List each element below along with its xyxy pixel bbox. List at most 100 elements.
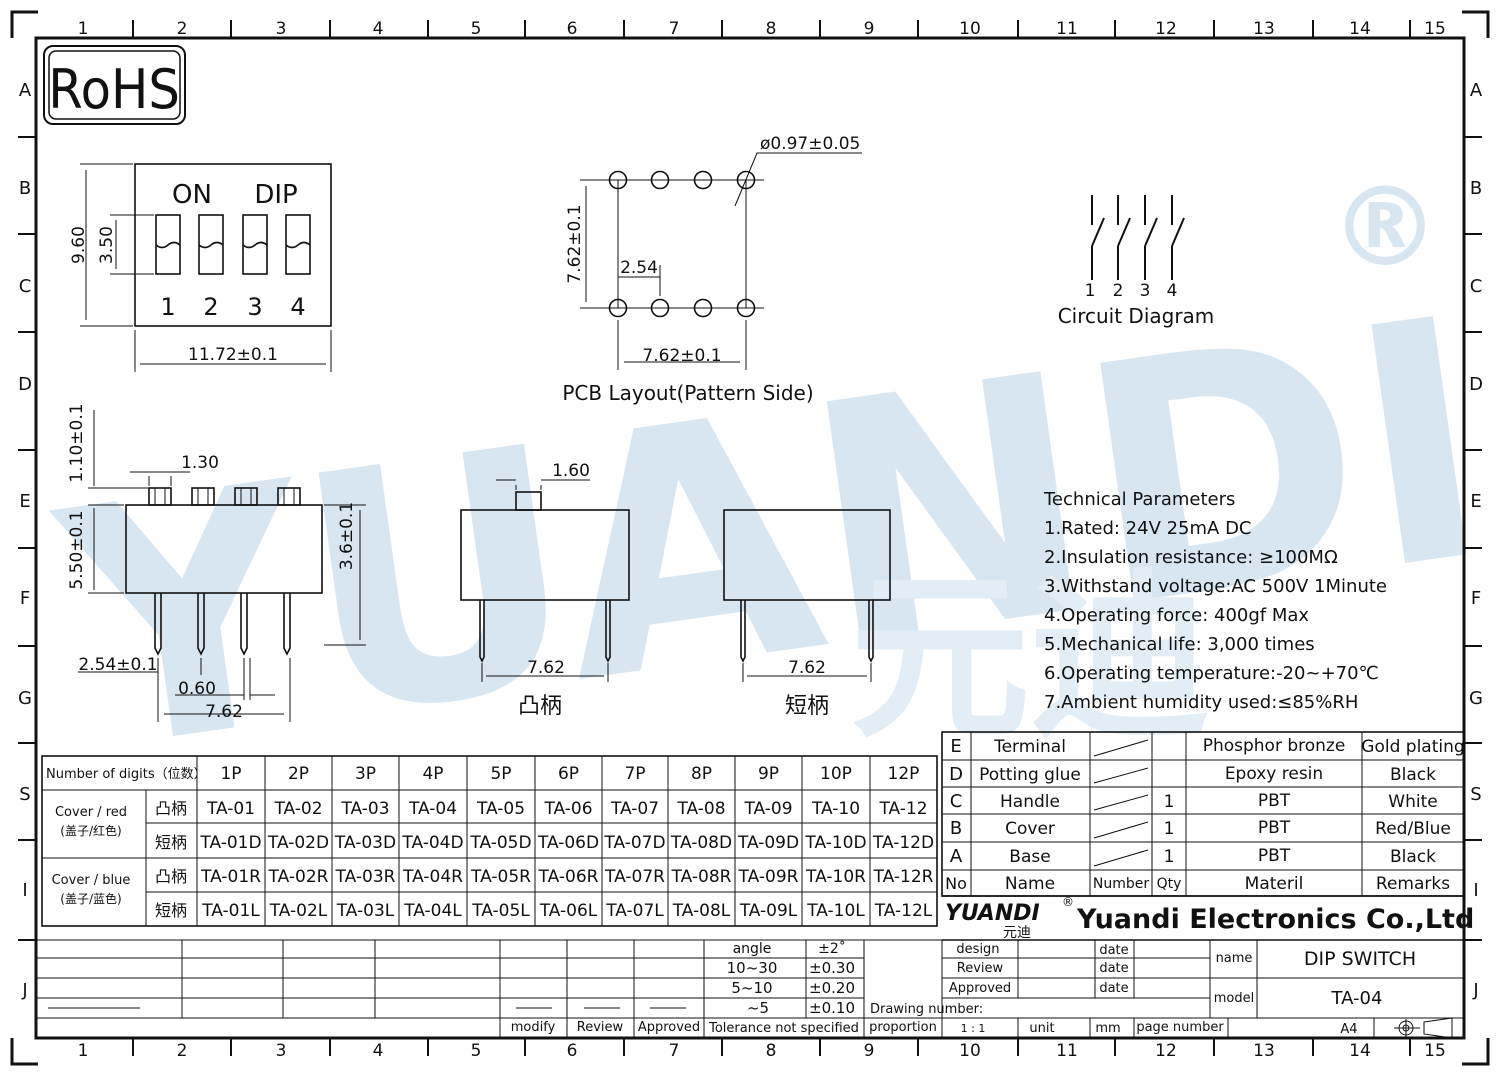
tol-value-0: ±2˚: [818, 940, 846, 957]
row-label-right: E: [1470, 491, 1481, 512]
column-label-bottom: 1: [78, 1041, 89, 1061]
column-label-bottom: 3: [276, 1041, 287, 1061]
tech-title: Technical Parameters: [1043, 489, 1235, 510]
tolerance-block: [36, 939, 942, 1038]
digit-header: 7P: [624, 764, 645, 784]
part-code: TA-02: [273, 799, 322, 819]
bom-qty: 1: [1164, 792, 1175, 812]
bom-material: PBT: [1258, 791, 1291, 811]
tb-design: design: [956, 942, 999, 957]
watermark-registered: ®: [1330, 163, 1440, 291]
bom-remarks: Red/Blue: [1375, 819, 1451, 839]
digit-header: 8P: [691, 764, 712, 784]
part-code: TA-07L: [605, 901, 664, 921]
row-label-left: E: [19, 491, 30, 512]
tech-item: 4.Operating force: 400gf Max: [1044, 605, 1309, 626]
flush-dim-span: 7.62: [788, 658, 826, 678]
bom-number-slash: [1093, 739, 1149, 757]
part-code: TA-05D: [469, 833, 531, 853]
part-code: TA-07R: [604, 867, 665, 887]
column-label-bottom: 13: [1253, 1041, 1275, 1061]
digit-header: 4P: [422, 764, 443, 784]
column-label-top: 4: [373, 19, 384, 39]
tb-drawing-number: Drawing number:: [870, 1002, 983, 1017]
column-label-top: 3: [276, 19, 287, 39]
column-label-bottom: 7: [669, 1041, 680, 1061]
part-code: TA-10L: [806, 901, 865, 921]
dim-pitch: 2.54±0.1: [78, 655, 157, 675]
company-reg: ®: [1062, 895, 1074, 909]
tb-unit-value: mm: [1095, 1021, 1120, 1036]
tech-item: 7.Ambient humidity used:≤85%RH: [1044, 692, 1358, 713]
row-label-right: F: [1471, 588, 1481, 609]
tb-proportion: proportion: [869, 1020, 937, 1035]
part-code: TA-04L: [403, 901, 462, 921]
tb-approved: Approved: [949, 981, 1011, 996]
bom-material: Phosphor bronze: [1203, 736, 1346, 756]
bom-no: A: [950, 846, 963, 867]
row-label-right: A: [1470, 80, 1483, 101]
row-type: 短柄: [155, 901, 187, 920]
column-label-top: 15: [1424, 19, 1446, 39]
title-block: [864, 940, 1464, 1039]
tb-size: A4: [1340, 1022, 1357, 1037]
tol-modify: modify: [511, 1020, 556, 1035]
column-label-bottom: 14: [1349, 1041, 1371, 1061]
part-code: TA-12D: [872, 833, 934, 853]
bom-number-slash: [1093, 821, 1149, 839]
bom-header-number: Number: [1093, 876, 1149, 892]
row-label-right: J: [1472, 980, 1478, 1001]
bom-remarks: Black: [1390, 765, 1436, 785]
row-label-right: D: [1469, 374, 1483, 395]
bom-material: PBT: [1258, 846, 1291, 866]
group-label: Cover / blue: [52, 873, 131, 888]
bom-number-slash: [1093, 849, 1149, 867]
digit-header: 10P: [820, 764, 852, 784]
bom-number-slash: [1093, 794, 1149, 811]
part-code: TA-10R: [805, 867, 866, 887]
digit-header: 12P: [888, 764, 920, 784]
tol-value-2: ±0.20: [809, 979, 855, 997]
tech-item: 6.Operating temperature:-20~+70℃: [1044, 663, 1379, 684]
part-code: TA-08D: [670, 833, 732, 853]
part-code: TA-08: [676, 799, 725, 819]
tb-model-value: TA-04: [1331, 988, 1383, 1009]
tb-scale: 1 : 1: [961, 1022, 986, 1035]
row-label-right: S: [1470, 784, 1481, 805]
tb-date-3: date: [1099, 981, 1128, 996]
row-label-left: G: [18, 688, 32, 709]
bom-header-name: Name: [1005, 874, 1055, 894]
tb-date-1: date: [1099, 943, 1128, 958]
tol-range-3: ~5: [747, 999, 769, 1017]
column-label-top: 10: [959, 19, 981, 39]
rohs-mark: RoHS: [43, 45, 186, 125]
tb-page-number: page number: [1136, 1020, 1224, 1035]
column-label-bottom: 15: [1424, 1041, 1446, 1061]
row-label-left: F: [20, 588, 30, 609]
part-code: TA-06D: [537, 833, 599, 853]
part-code: TA-09D: [737, 833, 799, 853]
row-label-left: A: [19, 80, 32, 101]
column-label-bottom: 10: [959, 1041, 981, 1061]
company-name: Yuandi Electronics Co.,Ltd: [1076, 904, 1474, 935]
part-code: TA-03L: [336, 901, 395, 921]
bom-material: Epoxy resin: [1225, 764, 1323, 784]
column-label-top: 8: [766, 19, 777, 39]
top-on-label: ON: [172, 180, 212, 210]
circuit-num-1: 1: [1085, 281, 1096, 301]
row-type: 短柄: [155, 833, 187, 852]
part-code: TA-10: [811, 799, 860, 819]
column-label-bottom: 8: [766, 1041, 777, 1061]
digit-header: 3P: [355, 764, 376, 784]
raised-dim-actuator: 1.60: [552, 461, 590, 481]
table-border: [41, 755, 938, 927]
part-code: TA-02D: [267, 833, 329, 853]
row-label-left: D: [18, 374, 32, 395]
bom-remarks: White: [1388, 792, 1437, 812]
part-code: TA-08R: [671, 867, 732, 887]
top-position-2: 2: [203, 293, 218, 321]
part-code: TA-01: [206, 799, 255, 819]
group-label-sub: (盖子/蓝色): [60, 892, 121, 906]
part-code: TA-12R: [873, 867, 934, 887]
